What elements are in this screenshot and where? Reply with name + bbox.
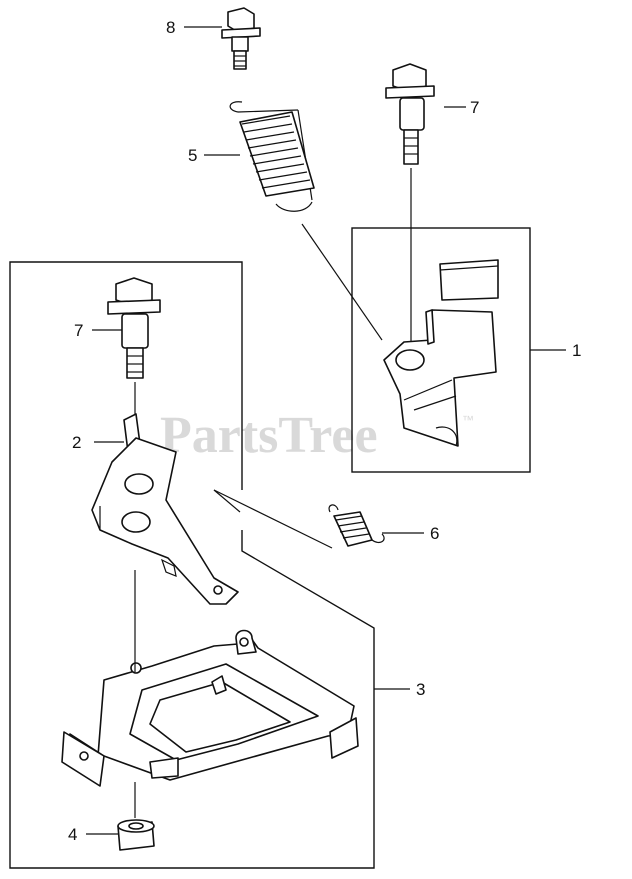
- watermark-trademark: ™: [462, 413, 474, 427]
- callout-3: 3: [416, 680, 425, 699]
- callout-6: 6: [430, 524, 439, 543]
- leader-lines: [86, 26, 566, 835]
- callout-7-right: 7: [470, 98, 479, 117]
- group-frame-left: [9, 261, 375, 869]
- flange-nut-4: [117, 782, 155, 851]
- callout-5: 5: [188, 146, 197, 165]
- watermark-text: PartsTree: [160, 407, 378, 464]
- callout-8: 8: [166, 18, 175, 37]
- bolt-8: [221, 7, 261, 70]
- spring-5: [229, 101, 383, 341]
- lever-assembly-1: [383, 259, 499, 447]
- bolt-7-right: [385, 63, 435, 352]
- callout-4: 4: [68, 825, 77, 844]
- throttle-lever-2: [91, 413, 239, 605]
- base-plate-3: [61, 570, 359, 787]
- callout-7-left: 7: [74, 321, 83, 340]
- callout-2: 2: [72, 433, 81, 452]
- spring-6: [213, 489, 385, 549]
- callout-1: 1: [572, 341, 581, 360]
- bolt-7-left: [107, 277, 161, 470]
